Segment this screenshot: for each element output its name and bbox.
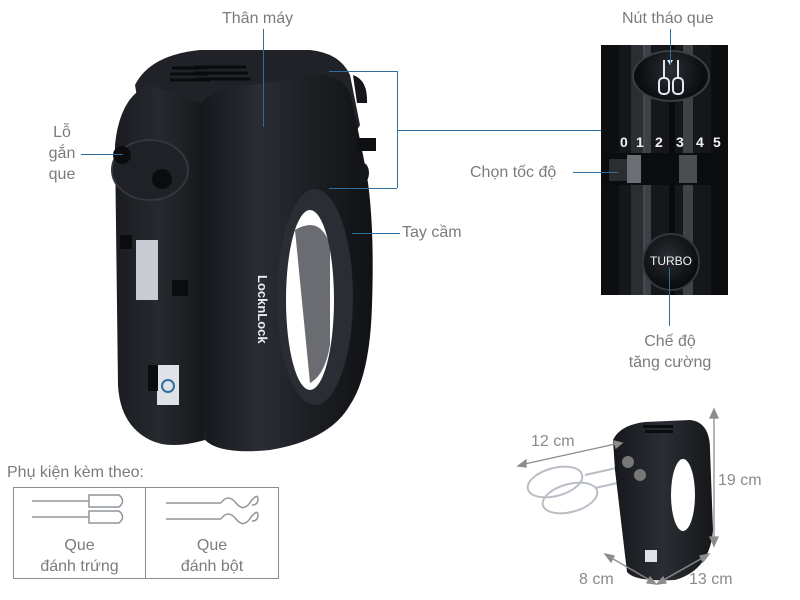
speed-level-2: 2 (655, 134, 663, 150)
callout-eject-line (670, 29, 671, 64)
callout-controls-box-bottom (329, 188, 397, 189)
turbo-button-label: TURBO (650, 254, 692, 268)
accessories-title: Phụ kiện kèm theo: (7, 464, 144, 481)
callout-handle-label: Tay cầm (402, 224, 462, 241)
speed-level-3: 3 (676, 134, 684, 150)
callout-socket-line (81, 154, 123, 155)
callout-socket-label: Lỗ gắn que (48, 124, 76, 183)
callout-turbo-line (669, 268, 670, 326)
dimension-product-image (515, 410, 725, 590)
callout-turbo-label: Chế độ tăng cường (628, 333, 712, 371)
callout-eject-label: Nút tháo que (622, 10, 714, 27)
hand-mixer-illustration (111, 50, 376, 452)
speed-level-0: 0 (620, 134, 628, 150)
accessory-item-dough-hook: Que đánh bột (146, 488, 278, 578)
callout-body-line (263, 29, 264, 127)
hand-mixer-small-illustration (526, 420, 713, 581)
callout-controls-box-right (397, 71, 398, 188)
callout-speed-line (573, 172, 618, 173)
speed-level-4: 4 (696, 134, 704, 150)
beater-eject-button (632, 50, 710, 102)
callout-body-label: Thân máy (222, 10, 294, 27)
whisk-beater-icon (32, 494, 124, 524)
dimension-beater-length: 12 cm (531, 433, 575, 450)
accessory-item-whisk: Que đánh trứng (14, 488, 145, 578)
turbo-button: TURBO (642, 233, 700, 291)
speed-level-1: 1 (636, 134, 644, 150)
dimension-depth: 8 cm (579, 571, 614, 588)
accessories-box: Que đánh trứng Que đánh bột (13, 487, 279, 579)
callout-speed-label: Chọn tốc độ (470, 164, 557, 181)
dimension-height: 19 cm (718, 472, 762, 489)
speed-level-5: 5 (713, 134, 721, 150)
hand-mixer-main-image: LocknLock (110, 45, 380, 455)
dough-hook-icon (166, 495, 259, 525)
accessories-divider (145, 488, 146, 578)
callout-handle-line (352, 233, 400, 234)
speed-slider (603, 153, 728, 185)
dimension-width: 13 cm (689, 571, 733, 588)
callout-controls-box-top (329, 71, 397, 72)
callout-controls-connector (397, 130, 601, 131)
